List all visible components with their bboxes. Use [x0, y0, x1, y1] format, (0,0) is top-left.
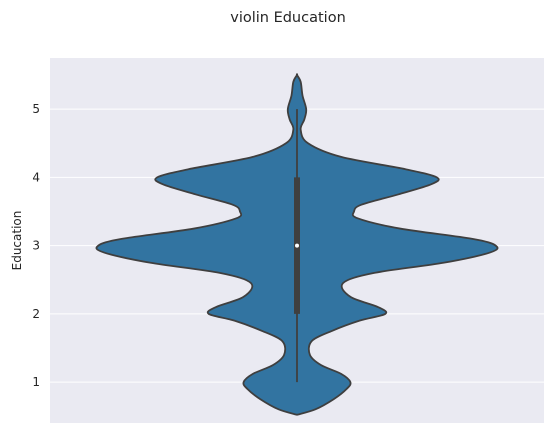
y-tick-label: 3: [32, 239, 40, 253]
chart-title: violin Education: [230, 10, 346, 26]
y-tick-label: 1: [32, 375, 40, 389]
median-marker: [295, 243, 299, 248]
y-axis-label: Education: [10, 211, 24, 271]
y-tick-label: 2: [32, 307, 40, 321]
y-tick-label: 4: [32, 170, 40, 184]
y-axis-ticks: 1 2 3 4 5: [32, 102, 40, 389]
y-tick-label: 5: [32, 102, 40, 116]
